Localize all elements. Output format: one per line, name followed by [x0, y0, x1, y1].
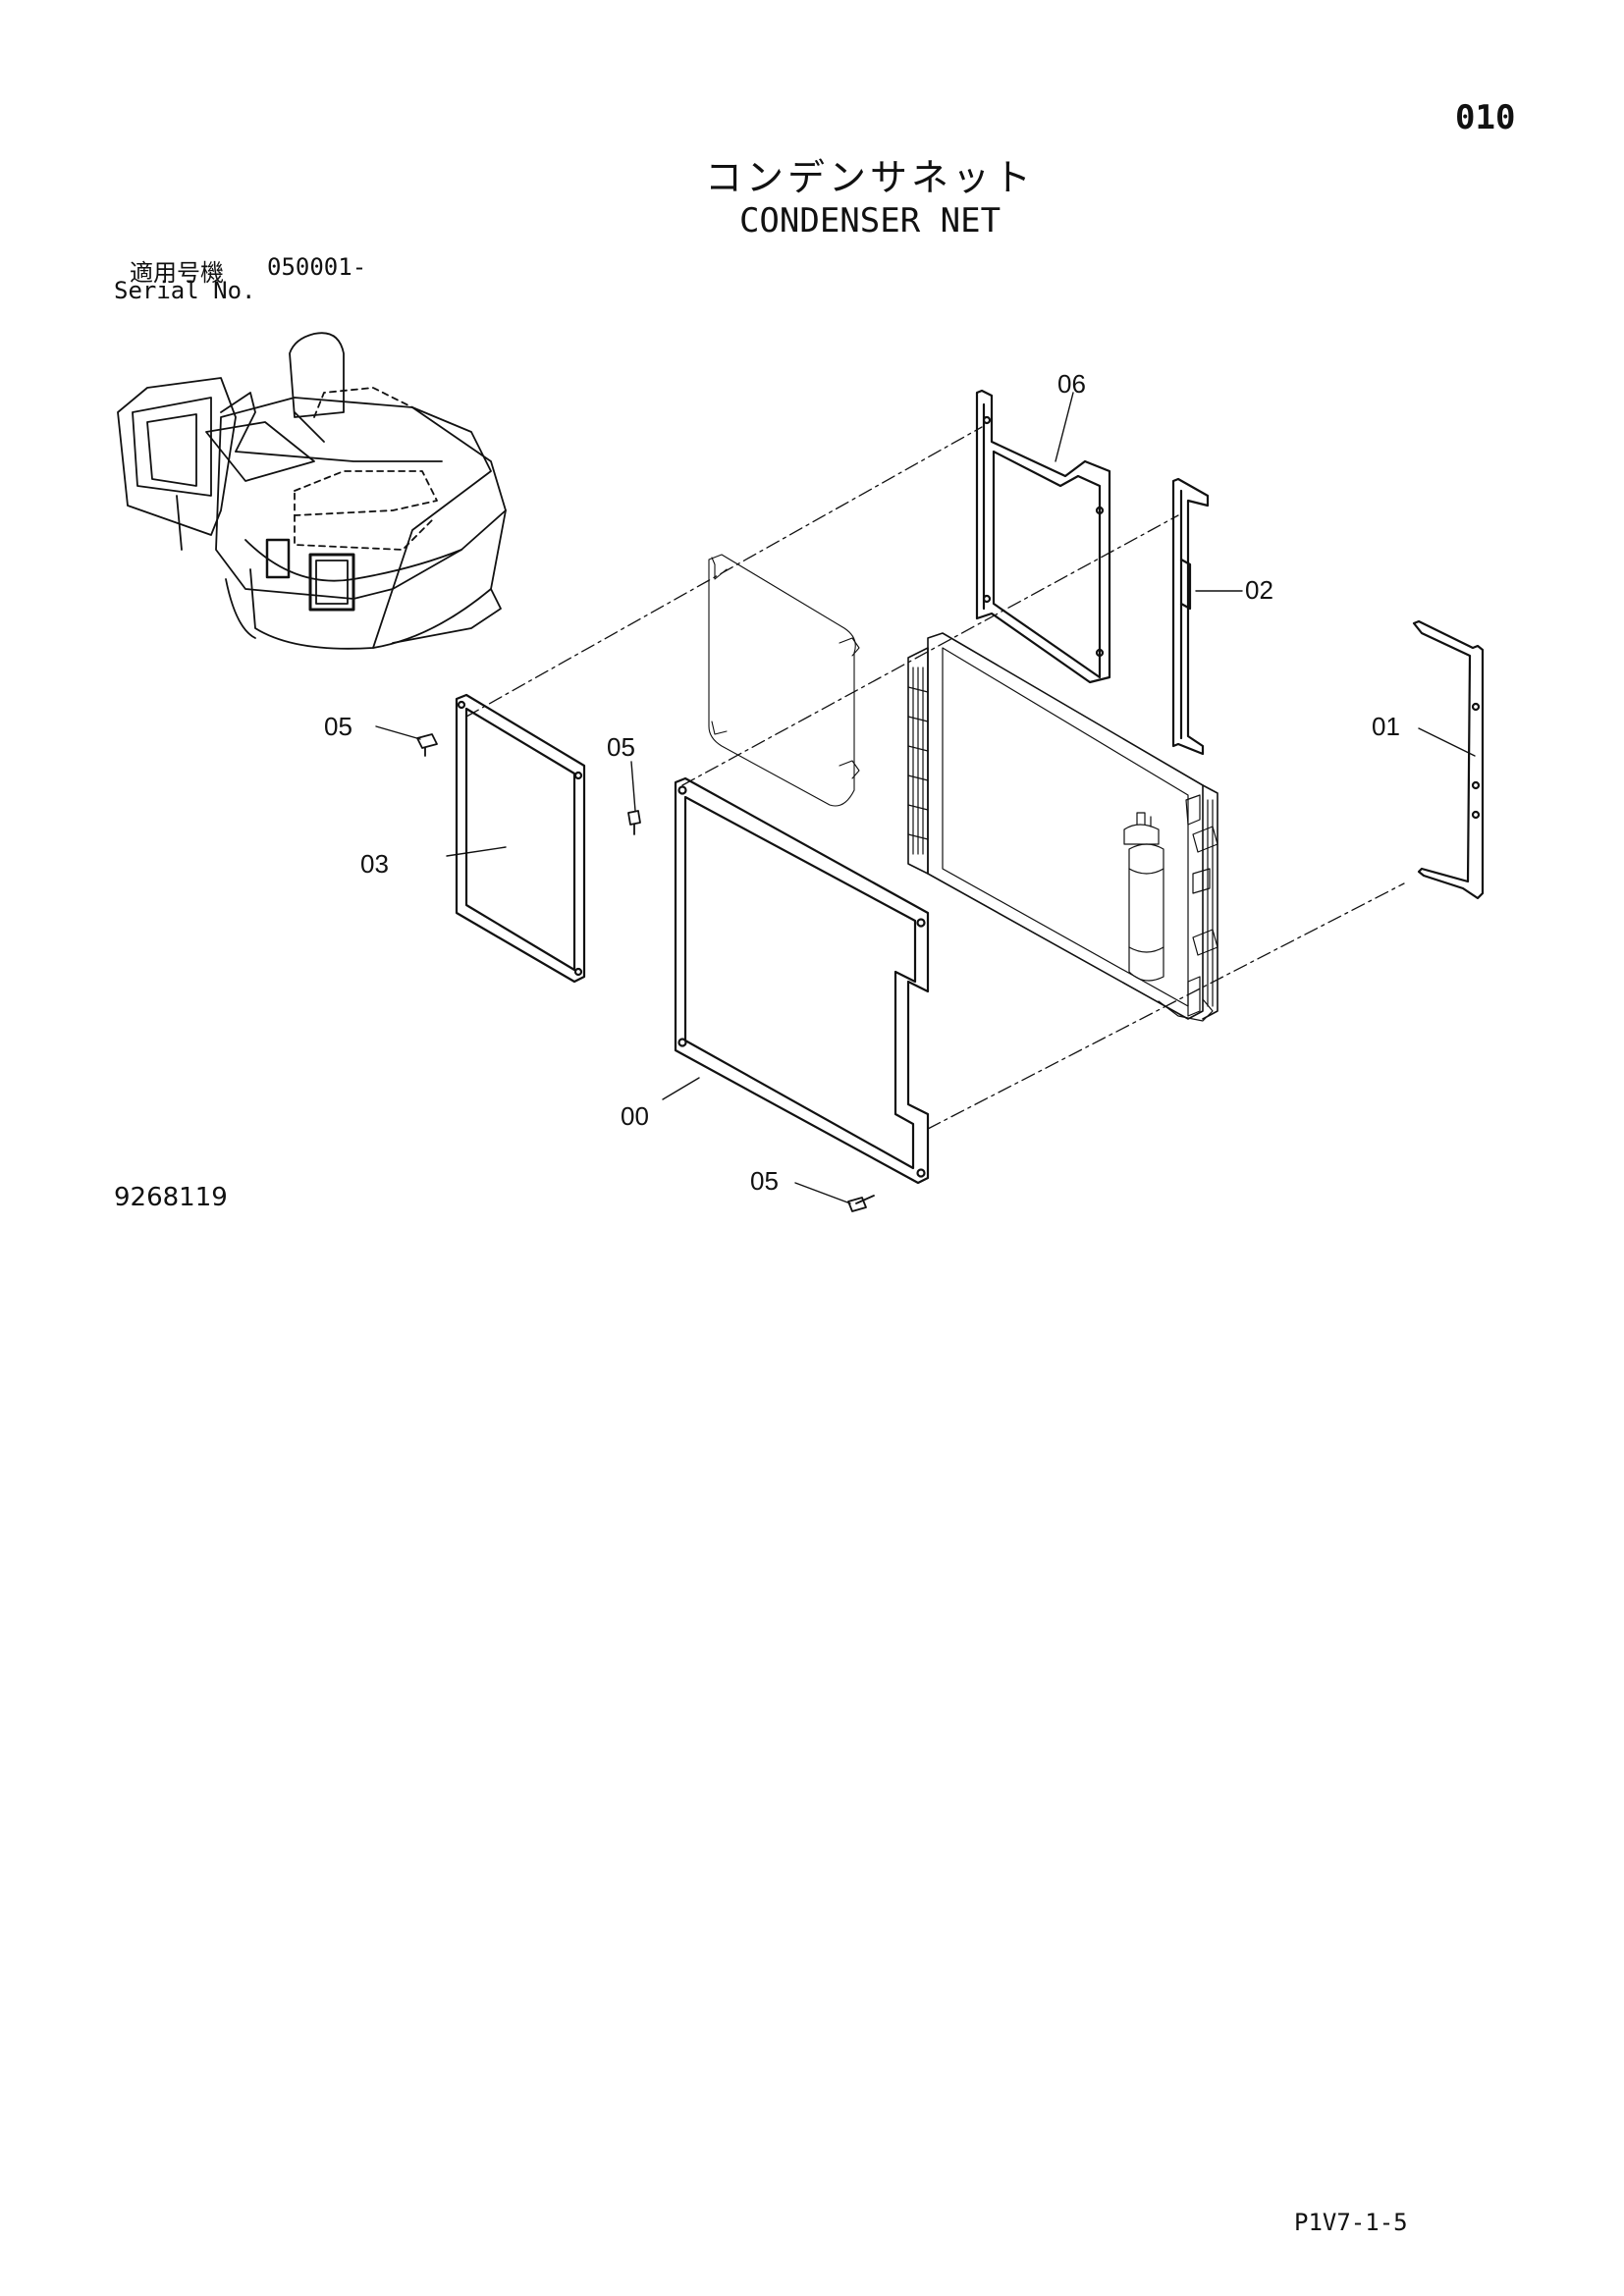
drawing-number: 9268119	[114, 1183, 228, 1212]
callout-06: 06	[1057, 369, 1086, 399]
serial-range: 050001-	[267, 253, 367, 281]
callout-02: 02	[1245, 575, 1273, 605]
bolt-05b	[627, 810, 641, 835]
serial-label-english: Serial No.	[114, 277, 256, 304]
page-number: 010	[1455, 98, 1516, 137]
callout-05-middle: 05	[607, 732, 635, 762]
bolt-05a	[416, 733, 438, 757]
callout-05-bottom: 05	[750, 1166, 779, 1196]
callout-00: 00	[621, 1101, 649, 1131]
bolt-05c	[847, 1195, 875, 1212]
title-japanese: コンデンサネット	[704, 156, 1035, 199]
part-02-side-bracket	[1171, 477, 1210, 756]
part-00-condenser-net	[674, 776, 930, 1185]
cover-panel	[708, 554, 860, 807]
callout-05-left: 05	[324, 712, 352, 741]
callout-03: 03	[360, 849, 389, 879]
callout-01: 01	[1372, 712, 1400, 741]
part-01-right-bracket	[1412, 619, 1485, 900]
serial-label-japanese: 適用号機	[130, 259, 224, 287]
page-code: P1V7-1-5	[1294, 2209, 1408, 2236]
machine-overview-illustration	[117, 332, 507, 650]
callout-labels: 06 02 01 03 05 05 00 05	[324, 369, 1400, 1196]
part-03-small-net	[455, 693, 586, 984]
leader-lines	[375, 392, 1476, 1204]
title-english: CONDENSER NET	[738, 201, 1001, 240]
condenser-core	[907, 632, 1218, 1022]
part-05-bolts	[416, 733, 875, 1212]
assembly-lines	[465, 426, 1405, 1130]
part-06-frame-bracket	[975, 389, 1111, 684]
